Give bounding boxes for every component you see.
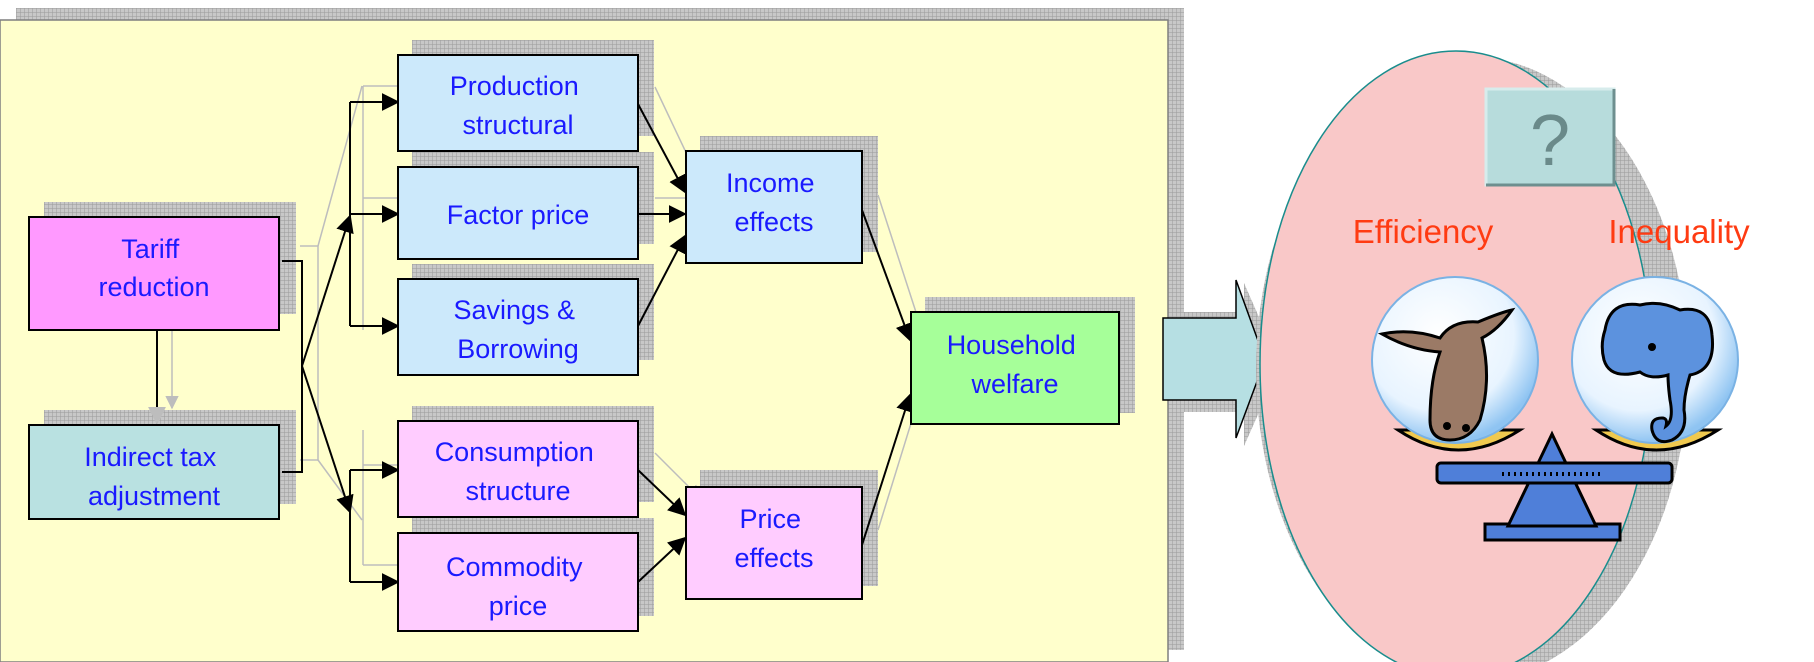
node-label-line: price [489,591,548,621]
svg-text:Savings & Borrowing: Savings & Borrowing [453,295,582,364]
node-label-line: reduction [98,272,209,302]
node-commodity-price: Commodity price [397,532,639,632]
node-label-line: adjustment [88,481,221,511]
node-label-line: Consumption [435,437,594,467]
bull-icon [1371,276,1539,444]
node-indirect-tax: Indirect tax adjustment [28,424,280,520]
question-mark-icon: ? [1484,87,1616,187]
node-consumption-structure: Consumption structure [397,420,639,518]
node-factor-price: Factor price [397,166,639,260]
node-household-welfare: Household welfare [910,311,1120,425]
node-production-structural: Production structural [397,54,639,152]
node-price-effects: Price effects [685,486,863,600]
node-tariff-reduction: Tariff reduction [28,216,280,331]
node-label-line: Borrowing [457,334,579,364]
svg-text:Consumption structure: Consumption structure [435,437,602,506]
node-label-line: effects [734,543,813,573]
node-label-line: Factor price [447,200,590,230]
node-label-line: welfare [970,369,1058,399]
svg-text:Income effects: Income effects [726,168,822,237]
connectors [148,93,914,591]
node-label-line: Production [450,71,579,101]
svg-text:Commodity price: Commodity price [446,552,590,621]
node-label-line: Savings & [453,295,575,325]
efficiency-label: Efficiency [1353,213,1494,250]
svg-text:Factor price: Factor price [447,200,590,230]
inequality-label: Inequality [1608,213,1750,250]
node-label-line: Tariff [121,234,180,264]
node-savings-borrowing: Savings & Borrowing [397,278,639,376]
node-label-line: Household [947,330,1076,360]
node-label-line: structural [462,110,573,140]
node-label-line: structure [465,476,570,506]
node-label-line: Commodity [446,552,583,582]
node-label-line: Price [739,504,801,534]
svg-text:Tariff reduction: Tariff reduction [98,234,209,302]
node-label-line: Indirect tax [84,442,217,472]
svg-text:Production structural: Production structural [450,71,587,140]
svg-text:Price effects: Price effects [734,504,813,573]
elephant-icon [1571,276,1739,444]
svg-text:?: ? [1530,101,1570,181]
svg-text:Household welfare: Household welfare [947,330,1084,399]
svg-text:Indirect tax adjustment: Indirect tax adjustment [84,442,224,511]
big-arrow-icon [1162,279,1280,446]
node-label-line: Income [726,168,815,198]
node-label-line: effects [734,207,813,237]
node-income-effects: Income effects [685,150,863,264]
